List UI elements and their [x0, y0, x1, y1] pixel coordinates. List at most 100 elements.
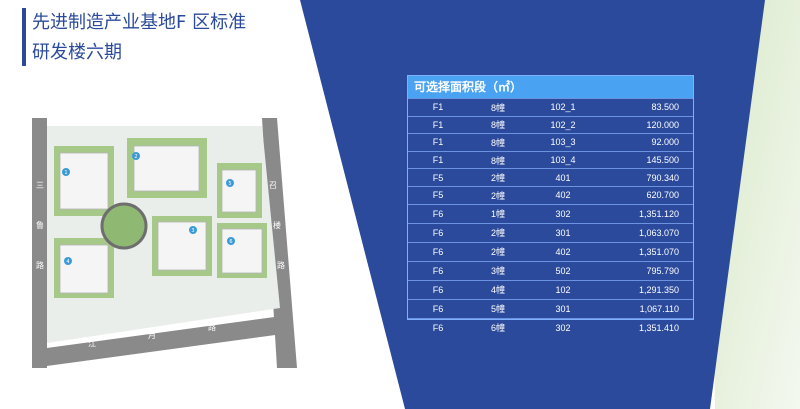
road-right — [262, 118, 297, 368]
building-number: 4 — [66, 259, 69, 265]
title-line-2: 研发楼六期 — [32, 42, 122, 63]
cell-area: 795.790 — [598, 260, 693, 281]
road-label-left: 路 — [36, 260, 44, 270]
building-number: 1 — [64, 170, 67, 176]
cell-unit: 301 — [528, 222, 598, 243]
cell-zone: F6 — [408, 241, 468, 262]
cell-building: 6幢 — [468, 317, 528, 338]
building — [133, 145, 200, 192]
cell-zone: F6 — [408, 260, 468, 281]
cell-building: 2幢 — [468, 222, 528, 243]
cell-area: 1,351.410 — [598, 317, 693, 338]
building-number: 2 — [134, 154, 137, 160]
building-number-badge — [64, 257, 72, 265]
cell-area: 83.500 — [598, 98, 693, 117]
cell-zone: F5 — [408, 185, 468, 205]
road-label-left: 鲁 — [36, 220, 44, 230]
road-label-bottom: 江 — [88, 339, 96, 348]
cell-area: 92.000 — [598, 133, 693, 152]
cell-zone: F6 — [408, 222, 468, 243]
cell-unit: 102_2 — [528, 115, 598, 134]
cell-area: 1,351.070 — [598, 241, 693, 262]
road-label-bottom: 路 — [208, 322, 216, 332]
building-number-badge — [227, 237, 235, 245]
title-line-1: 先进制造产业基地F 区标准 — [32, 12, 247, 33]
central-plaza — [100, 202, 148, 250]
cell-building: 2幢 — [468, 168, 528, 187]
cell-unit: 103_3 — [528, 133, 598, 152]
cell-unit: 502 — [528, 260, 598, 281]
cell-area: 1,063.070 — [598, 222, 693, 243]
cell-zone: F6 — [408, 279, 468, 300]
cell-zone: F5 — [408, 168, 468, 187]
site-plan-map: 1 2 3 4 5 6 三 鲁 路 召 楼 路 江 月 路 — [32, 118, 297, 368]
cell-unit: 103_4 — [528, 150, 598, 169]
building-number: 3 — [191, 228, 194, 234]
road-label-right: 路 — [277, 260, 285, 270]
cell-building: 8幢 — [468, 150, 528, 169]
road-label-right: 楼 — [273, 220, 281, 230]
building-number-badge — [226, 179, 234, 187]
title-accent-bar — [22, 8, 26, 66]
cell-unit: 302 — [528, 203, 598, 224]
cell-area: 620.700 — [598, 185, 693, 205]
cell-zone: F6 — [408, 203, 468, 224]
cell-area: 790.340 — [598, 168, 693, 187]
cell-area: 1,291.350 — [598, 279, 693, 300]
road-label-left: 三 — [36, 181, 44, 190]
cell-unit: 102_1 — [528, 98, 598, 117]
cell-building: 8幢 — [468, 133, 528, 152]
cell-unit: 301 — [528, 298, 598, 319]
cell-building: 8幢 — [468, 115, 528, 134]
building-number-badge — [132, 152, 140, 160]
cell-building: 2幢 — [468, 185, 528, 205]
building — [59, 244, 109, 294]
cell-unit: 401 — [528, 168, 598, 187]
cell-building: 4幢 — [468, 279, 528, 300]
cell-building: 1幢 — [468, 203, 528, 224]
cell-area: 145.500 — [598, 150, 693, 169]
building-number: 6 — [229, 239, 232, 245]
cell-building: 2幢 — [468, 241, 528, 262]
cell-unit: 402 — [528, 185, 598, 205]
cell-building: 8幢 — [468, 98, 528, 117]
road-label-bottom: 月 — [148, 331, 156, 340]
cell-area: 120.000 — [598, 115, 693, 134]
building-number-badge — [189, 226, 197, 234]
building — [221, 169, 257, 213]
cell-building: 3幢 — [468, 260, 528, 281]
cell-area: 1,351.120 — [598, 203, 693, 224]
building-number: 5 — [228, 181, 231, 187]
cell-building: 5幢 — [468, 298, 528, 319]
cell-unit: 102 — [528, 279, 598, 300]
cell-zone: F6 — [408, 298, 468, 319]
cell-zone: F1 — [408, 115, 468, 134]
table-header: 可选择面积段（㎡） — [408, 76, 693, 98]
cell-zone: F6 — [408, 317, 468, 338]
building — [221, 228, 263, 274]
cell-zone: F1 — [408, 133, 468, 152]
cell-unit: 402 — [528, 241, 598, 262]
building-number-badge — [62, 168, 70, 176]
road-left — [32, 118, 47, 368]
road-label-right: 召 — [269, 181, 277, 190]
road-bottom — [32, 316, 290, 368]
cell-zone: F1 — [408, 98, 468, 117]
building — [157, 221, 207, 271]
cell-area: 1,067.110 — [598, 298, 693, 319]
